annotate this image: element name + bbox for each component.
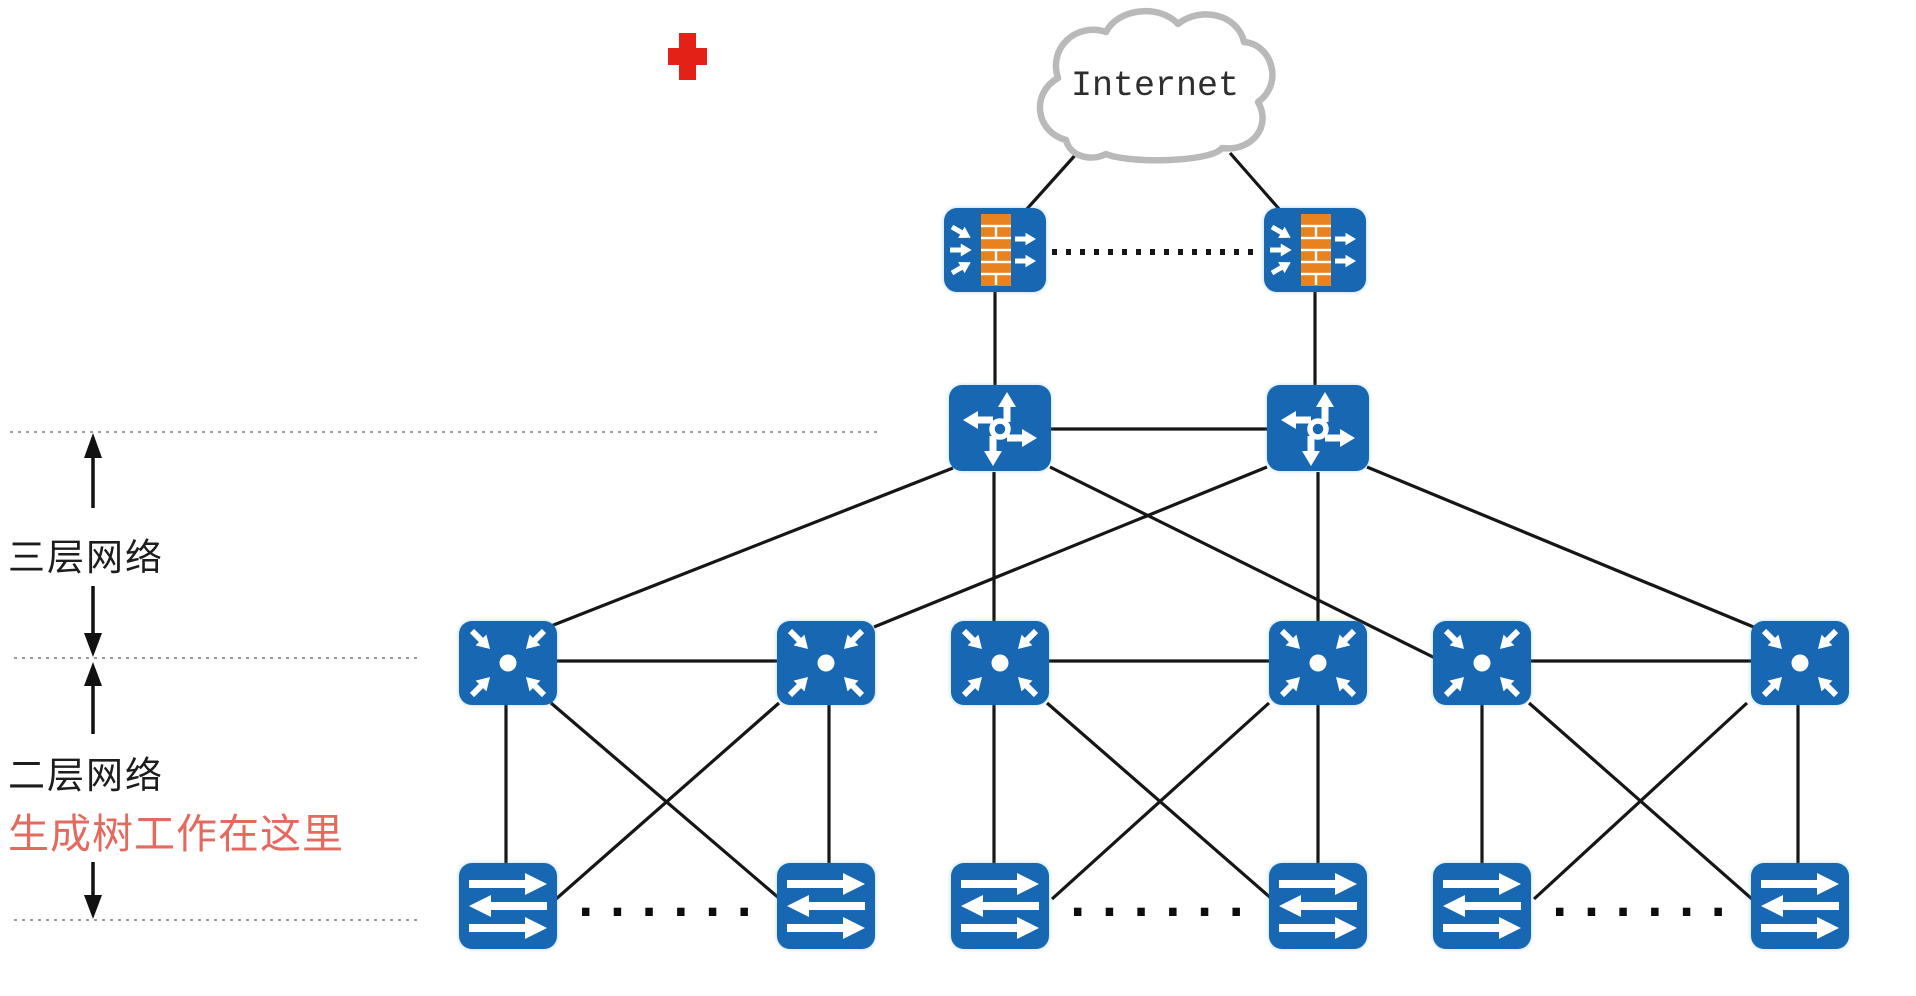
- access-switch-6: [1750, 862, 1850, 950]
- l3-switch-icon: [1750, 620, 1850, 706]
- link-agg6-access5: [1532, 701, 1749, 901]
- firewall-icon: [1263, 207, 1367, 293]
- aggregation-switch-2: [776, 620, 876, 706]
- core-router-2: [1266, 384, 1370, 472]
- firewall-icon: [943, 207, 1047, 293]
- spanning-tree-note-label: 生成树工作在这里: [8, 810, 344, 858]
- firewall-2: [1263, 207, 1367, 293]
- layer2-zone-arrow: [84, 662, 102, 919]
- aggregation-switch-5: [1432, 620, 1532, 706]
- link-core2-agg6: [1366, 465, 1757, 630]
- link-agg2-access1: [554, 701, 781, 901]
- l2-switch-icon: [776, 862, 876, 950]
- l3-switch-icon: [950, 620, 1050, 706]
- cloud-icon: [1036, 8, 1276, 164]
- firewall-1: [943, 207, 1047, 293]
- layer3-zone-label: 三层网络: [8, 536, 164, 579]
- aggregation-switch-1: [458, 620, 558, 706]
- internet-cloud-label: Internet: [1070, 66, 1240, 106]
- aggregation-switch-3: [950, 620, 1050, 706]
- link-core2-agg2: [873, 465, 1268, 629]
- l3-switch-icon: [776, 620, 876, 706]
- access-switch-1: [458, 862, 558, 950]
- l3-switch-icon: [1432, 620, 1532, 706]
- link-cloud-firewall-1: [1024, 150, 1080, 212]
- l2-switch-icon: [458, 862, 558, 950]
- l3-switch-icon: [1268, 620, 1368, 706]
- red-cross-marker: [668, 33, 707, 80]
- link-core1-agg1: [550, 466, 954, 628]
- l2-switch-icon: [1432, 862, 1532, 950]
- access-switch-4: [1268, 862, 1368, 950]
- layer3-zone-arrow: [84, 433, 102, 657]
- access-switch-5: [1432, 862, 1532, 950]
- l3-switch-icon: [458, 620, 558, 706]
- access-switch-2: [776, 862, 876, 950]
- core-router-1: [948, 384, 1052, 472]
- l2-switch-icon: [1268, 862, 1368, 950]
- l2-switch-icon: [1750, 862, 1850, 950]
- link-cloud-firewall-2: [1228, 151, 1282, 212]
- router-icon: [1266, 384, 1370, 472]
- layer2-zone-label: 二层网络: [8, 754, 164, 797]
- aggregation-switch-4: [1268, 620, 1368, 706]
- link-agg4-access3: [1050, 701, 1271, 901]
- aggregation-switch-6: [1750, 620, 1850, 706]
- link-core1-agg5: [1049, 465, 1438, 661]
- l2-switch-icon: [950, 862, 1050, 950]
- router-icon: [948, 384, 1052, 472]
- access-switch-3: [950, 862, 1050, 950]
